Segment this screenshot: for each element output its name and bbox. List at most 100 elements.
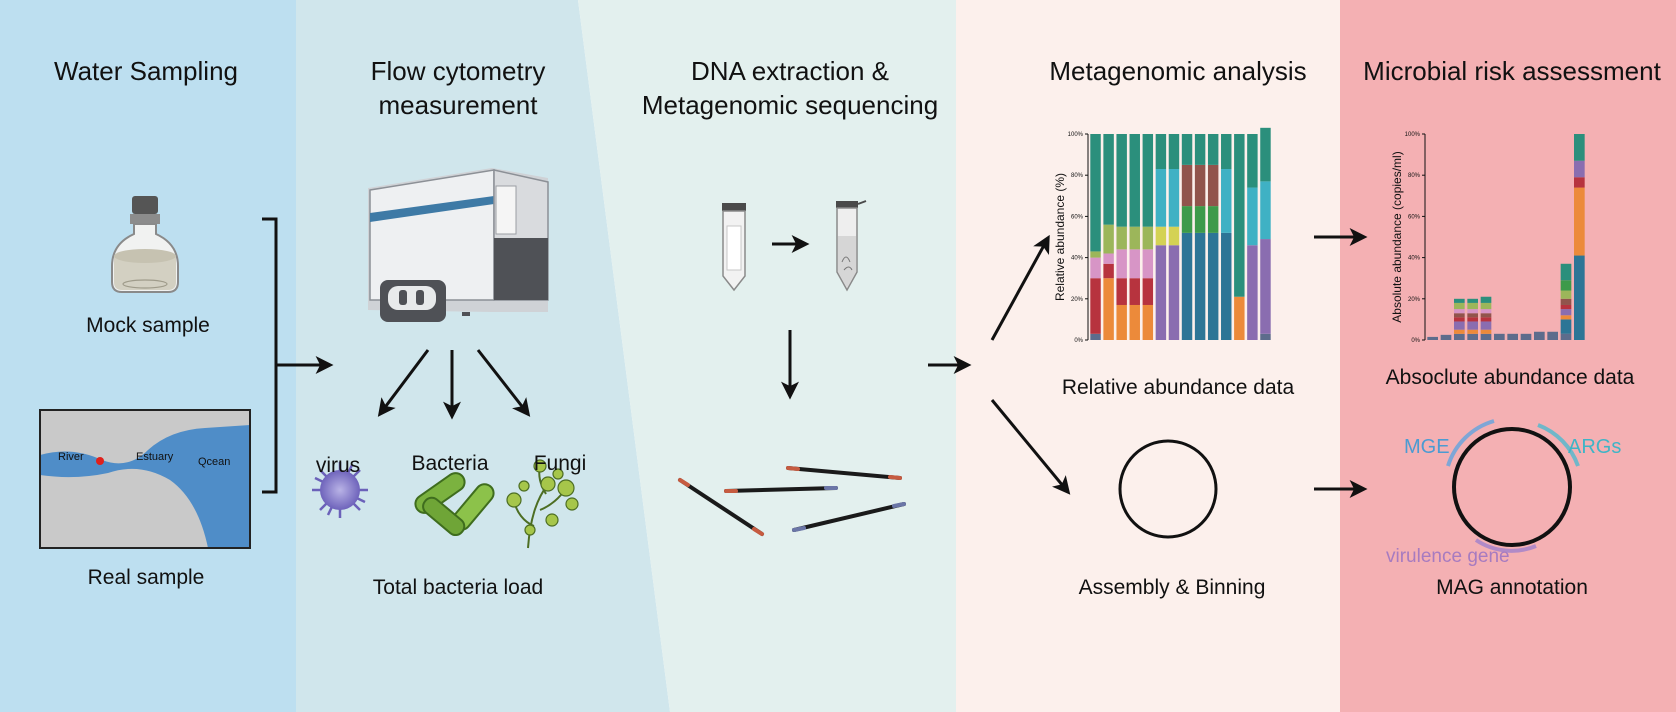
bar-segment [1116,249,1127,279]
bar-segment [1116,304,1127,340]
bar-segment [1467,317,1478,322]
flow-cytometer-icon [368,168,549,322]
bar-segment [1467,302,1478,310]
bar-segment [1560,333,1572,340]
bar-segment [1560,309,1572,316]
bar-segment [1454,309,1465,314]
bar-segment [1142,278,1154,305]
sequencing-reads-icon [678,466,906,536]
absolute-abundance-caption: Absoclute abundance data [1385,366,1635,389]
bar-segment [1260,181,1271,240]
bar-segment [1454,317,1465,322]
bacteria-label: Bacteria [411,452,489,475]
bar-segment [1494,333,1505,340]
bar-segment [1103,263,1114,279]
panel-water-sampling [0,0,296,712]
bar-segment [1194,232,1206,340]
bar-segment [1520,333,1532,340]
bar-segment [1103,278,1114,340]
bar-segment [1467,298,1478,303]
bar-segment [1560,280,1572,291]
virulence-gene-label: virulence gene [1386,546,1510,567]
bar-segment [1574,255,1585,340]
bar-segment [1467,313,1478,318]
panel-metagenomic-analysis [956,0,1340,712]
bar-segment [1194,206,1206,233]
bar-segment [1168,245,1180,340]
assembly-binning-caption: Assembly & Binning [1078,576,1266,599]
bar-segment [1194,134,1206,165]
mge-label: MGE [1404,436,1450,458]
stage-title-water-sampling: Water Sampling [54,56,238,86]
bar-segment [1129,134,1140,227]
bar-segment [1480,317,1492,322]
bar-segment [1247,187,1258,246]
y-tick-label: 80% [1408,173,1421,179]
bar-segment [1142,226,1154,250]
real-sample-label: Real sample [87,566,205,589]
sample-tube-icon [722,203,746,292]
sampling-point-marker [96,457,104,465]
arrow-to-relative-abundance [990,234,1050,341]
mag-annotation-caption: MAG annotation [1436,576,1588,599]
virus-icon [312,462,368,518]
virus-label: virus [315,454,361,477]
bar-segment [1207,206,1219,233]
y-tick-label: 60% [1071,214,1084,220]
bar-segment [1090,278,1101,334]
bar-segment [1181,134,1193,165]
bar-segment [1454,321,1465,330]
y-tick-label: 0% [1074,338,1083,344]
y-tick-label: 40% [1408,256,1421,262]
bar-segment [1090,251,1101,258]
y-tick-label: 60% [1408,214,1421,220]
bar-segment [1221,134,1232,170]
bar-segment [1480,302,1492,310]
bar-segment [1155,245,1167,340]
bar-segment [1560,298,1572,305]
bar-segment [1142,249,1154,279]
bar-segment [1103,134,1114,225]
bar-segment [1142,134,1154,227]
bar-segment [1247,245,1258,340]
y-tick-label: 40% [1071,256,1084,262]
bar-segment [1454,298,1465,303]
y-tick-label: 100% [1068,132,1084,138]
bar-segment [1454,333,1465,340]
bar-segment [1467,329,1478,334]
y-axis-label: Absolute abundance (copies/ml) [1390,151,1404,322]
bar-segment [1155,134,1167,170]
map-label-ocean: Qcean [198,456,231,468]
bar-segment [1090,134,1101,252]
bar-segment [1155,169,1167,227]
bar-segment [1168,134,1180,170]
bar-segment [1467,309,1478,314]
bar-segment [1534,331,1545,340]
bar-segment [1181,164,1193,207]
bar-segment [1247,134,1258,188]
bar-segment [1480,309,1492,314]
bar-segment [1560,263,1572,281]
bacteria-icon [414,472,495,537]
y-tick-label: 20% [1071,297,1084,303]
bar-segment [1454,313,1465,318]
bar-segment [1427,336,1438,340]
map-label-river: River [58,451,84,463]
bar-segment [1560,315,1572,320]
bar-segment [1116,278,1127,305]
bar-segment [1480,321,1492,330]
stage-title-risk-assessment: Microbial risk assessment [1363,56,1661,86]
relative-abundance-caption: Relative abundance data [1061,376,1295,399]
fungi-icon [506,459,579,549]
bar-segment [1207,232,1219,340]
bar-segment [1116,226,1127,250]
bar-segment [1142,304,1154,340]
bar-segment [1480,333,1492,340]
bar-segment [1129,249,1140,279]
bar-segment [1221,232,1232,340]
estuary-map [39,409,251,549]
bar-segment [1480,329,1492,334]
arrow-to-assembly [990,399,1071,495]
bar-segment [1103,253,1114,264]
